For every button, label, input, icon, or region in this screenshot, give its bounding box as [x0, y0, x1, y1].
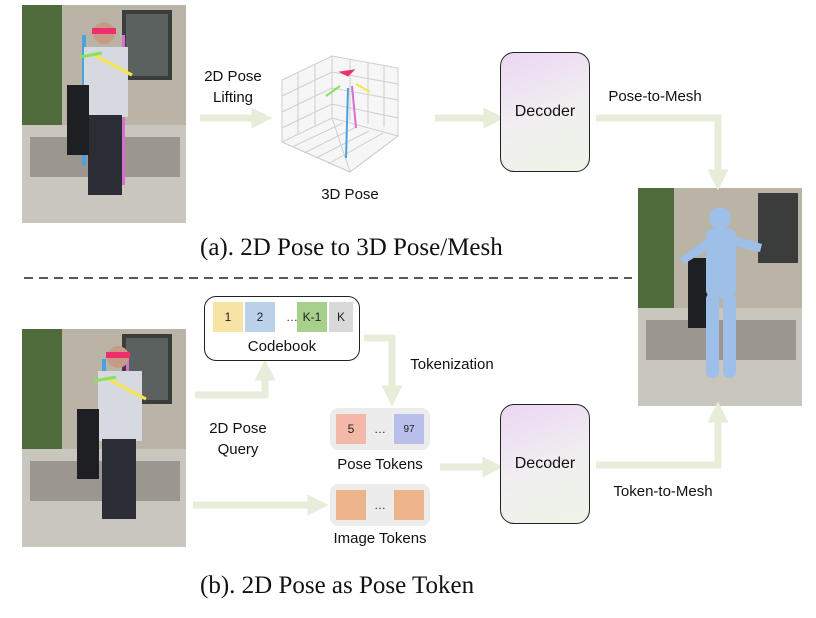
pose-tokens-box: 5 … 97 — [330, 408, 430, 450]
query-label: 2D Pose Query — [209, 420, 267, 458]
lifting-label: 2D Pose Lifting — [204, 68, 262, 106]
arrow-query — [195, 359, 276, 399]
output-mesh-photo — [638, 188, 802, 406]
image-token-ellipsis: … — [374, 498, 386, 512]
codebook-cell-2: 2 — [245, 302, 275, 332]
arrow-pose-to-mesh — [596, 114, 729, 191]
pose-3d-label: 3D Pose — [321, 186, 379, 203]
input-photo-top — [22, 5, 186, 223]
caption-b: (b). 2D Pose as Pose Token — [200, 572, 475, 599]
pose-token-97: 97 — [394, 414, 424, 444]
image-tokens-label: Image Tokens — [333, 530, 427, 547]
codebook-cell-1: 1 — [213, 302, 243, 332]
input-photo-bottom — [22, 329, 186, 547]
decoder-bottom: Decoder — [500, 404, 590, 524]
pose-3d-plot — [281, 55, 399, 173]
caption-a: (a). 2D Pose to 3D Pose/Mesh — [200, 234, 503, 261]
pose-tokens-label: Pose Tokens — [337, 456, 423, 473]
pose-token-ellipsis: … — [374, 422, 386, 436]
pose-to-mesh-label: Pose-to-Mesh — [608, 88, 702, 105]
arrow-tokenization — [364, 334, 403, 407]
decoder-top-label: Decoder — [514, 103, 576, 120]
arrow-token-to-mesh — [596, 401, 729, 469]
image-token-last — [394, 490, 424, 520]
token-to-mesh-label: Token-to-Mesh — [613, 483, 713, 500]
image-token-first — [336, 490, 366, 520]
codebook-cell-k: K — [329, 302, 353, 332]
codebook-box: 1 2 … K-1 K Codebook — [204, 296, 360, 361]
tokenization-label: Tokenization — [410, 356, 494, 373]
pose-token-5: 5 — [336, 414, 366, 444]
decoder-bottom-label: Decoder — [514, 455, 576, 472]
image-tokens-box: … — [330, 484, 430, 526]
codebook-label: Codebook — [247, 338, 317, 355]
decoder-top: Decoder — [500, 52, 590, 172]
codebook-cell-k-1: K-1 — [297, 302, 327, 332]
